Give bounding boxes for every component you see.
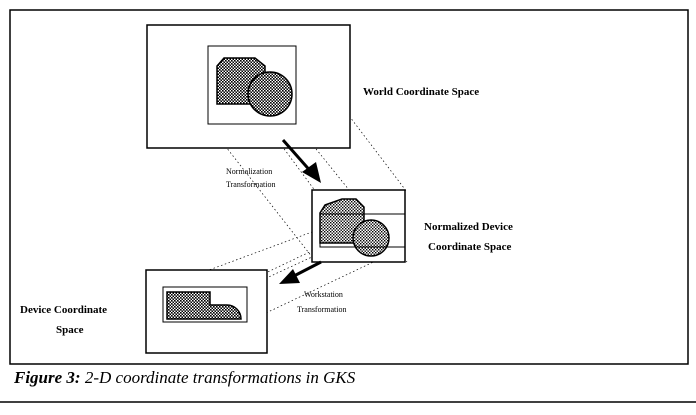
ndc-label-2: Coordinate Space — [428, 241, 512, 253]
normalization-arrow — [281, 139, 321, 183]
world-coordinate-space: World Coordinate Space — [146, 24, 479, 149]
figure-caption: Figure 3: 2-D coordinate transformations… — [14, 368, 355, 388]
workstation-label-1: Workstation — [304, 290, 343, 299]
device-label-1: Device Coordinate — [20, 304, 107, 316]
ndc-label-1: Normalized Device — [424, 221, 513, 233]
workstation-arrow — [279, 260, 322, 284]
device-viewport — [162, 286, 248, 323]
device-clipped-shape — [166, 291, 242, 320]
world-label: World Coordinate Space — [363, 86, 479, 98]
caption-text: 2-D coordinate transformations in GKS — [80, 368, 356, 387]
workstation-label-2: Transformation — [297, 305, 346, 314]
ndc-circle-shape — [352, 219, 390, 257]
outer-frame — [9, 9, 689, 365]
device-label-2: Space — [56, 324, 84, 336]
normalization-label-1: Normalization — [226, 167, 272, 176]
world-window — [207, 45, 297, 125]
world-circle-shape — [247, 71, 293, 117]
caption-prefix: Figure 3: — [14, 368, 81, 387]
ndc-space: Normalized Device Coordinate Space — [311, 189, 513, 263]
normalization-label-2: Transformation — [226, 180, 275, 189]
device-coordinate-space: Device Coordinate Space — [20, 269, 268, 354]
ndc-window — [319, 213, 406, 248]
